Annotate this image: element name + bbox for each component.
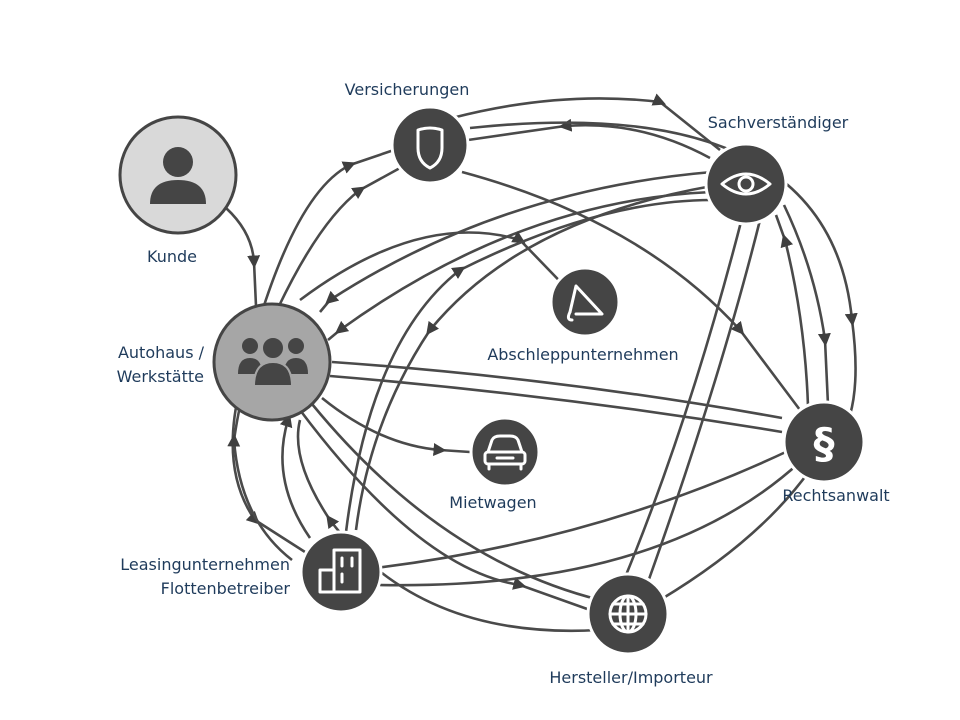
edge-kunde-autohaus xyxy=(225,207,261,307)
edge-leasing-rechtsanwalt xyxy=(375,448,791,570)
autohaus-label-line2: Werkstätte xyxy=(117,367,204,386)
edge-leasing-sachverstaendiger xyxy=(344,198,713,533)
edge-hersteller-rechtsanwalt xyxy=(659,469,812,602)
person-icon xyxy=(150,147,206,204)
abschlepp-label: Abschleppunternehmen xyxy=(487,345,678,364)
edge-autohaus-mietwagen xyxy=(321,396,471,456)
edge-rechtsanwalt-sachverstaendiger xyxy=(774,214,810,407)
node-abschlepp[interactable]: Abschleppunternehmen xyxy=(487,266,679,364)
rechtsanwalt-circle xyxy=(782,400,866,484)
rechtsanwalt-label: Rechtsanwalt xyxy=(782,486,889,505)
leasing-label-line2: Flottenbetreiber xyxy=(161,579,291,598)
versicherungen-label: Versicherungen xyxy=(345,80,470,99)
kunde-label: Kunde xyxy=(147,247,197,266)
edge-leasing-rechtsanwalt-b xyxy=(379,461,801,587)
edges xyxy=(225,93,858,633)
hersteller-label: Hersteller/Importeur xyxy=(549,668,713,687)
edge-sachverstaendiger-versicherungen xyxy=(467,118,711,160)
leasing-circle xyxy=(299,530,383,614)
people-group-icon xyxy=(238,336,308,387)
mietwagen-label: Mietwagen xyxy=(449,493,536,512)
edge-autohaus-abschlepp xyxy=(299,231,579,302)
paragraph-icon: § xyxy=(814,419,835,468)
car-icon xyxy=(483,434,527,471)
shield-icon xyxy=(416,126,444,170)
edge-rechtsanwalt-autohaus-b xyxy=(331,360,783,420)
edge-autohaus-rechtsanwalt-a xyxy=(329,374,783,434)
edge-sachverstaendiger-rechtsanwalt xyxy=(782,204,831,406)
versicherungen-circle xyxy=(390,105,470,185)
sachverstaendiger-circle xyxy=(704,142,788,226)
abschlepp-circle xyxy=(549,266,621,338)
edge-leasing-autohaus xyxy=(279,407,312,539)
node-leasing[interactable]: Leasingunternehmen Flottenbetreiber xyxy=(120,530,383,614)
edge-autohaus-versicherungen-a xyxy=(258,148,395,319)
node-autohaus[interactable]: Autohaus / Werkstätte xyxy=(117,302,332,422)
leasing-label-line1: Leasingunternehmen xyxy=(120,555,290,574)
node-kunde[interactable]: Kunde xyxy=(118,115,238,266)
sachverstaendiger-label: Sachverständiger xyxy=(708,113,849,132)
node-mietwagen[interactable]: Mietwagen xyxy=(449,416,541,512)
node-rechtsanwalt[interactable]: § Rechtsanwalt xyxy=(782,400,890,505)
tow-hook-icon xyxy=(566,284,604,322)
edge-sachverstaendiger-autohaus-a xyxy=(319,170,713,313)
node-sachverstaendiger[interactable]: Sachverständiger xyxy=(704,113,849,226)
node-versicherungen[interactable]: Versicherungen xyxy=(345,80,470,185)
edge-versicherungen-rechtsanwalt-outer xyxy=(469,121,858,416)
edge-autohaus-versicherungen-b xyxy=(276,166,401,309)
edge-versicherungen-sachverstaendiger-top xyxy=(451,93,721,152)
edge-sachverstaendiger-leasing xyxy=(354,184,713,531)
node-hersteller[interactable]: Hersteller/Importeur xyxy=(549,572,713,687)
eye-icon xyxy=(720,172,772,196)
building-icon xyxy=(318,548,362,594)
globe-icon xyxy=(608,594,648,634)
edge-autohaus-hersteller-b xyxy=(310,403,601,602)
edge-versicherungen-rechtsanwalt xyxy=(461,170,802,411)
autohaus-label-line1: Autohaus / xyxy=(118,343,205,362)
edge-hersteller-sachverstaendiger xyxy=(646,219,762,583)
edge-sachverstaendiger-hersteller xyxy=(622,217,744,581)
